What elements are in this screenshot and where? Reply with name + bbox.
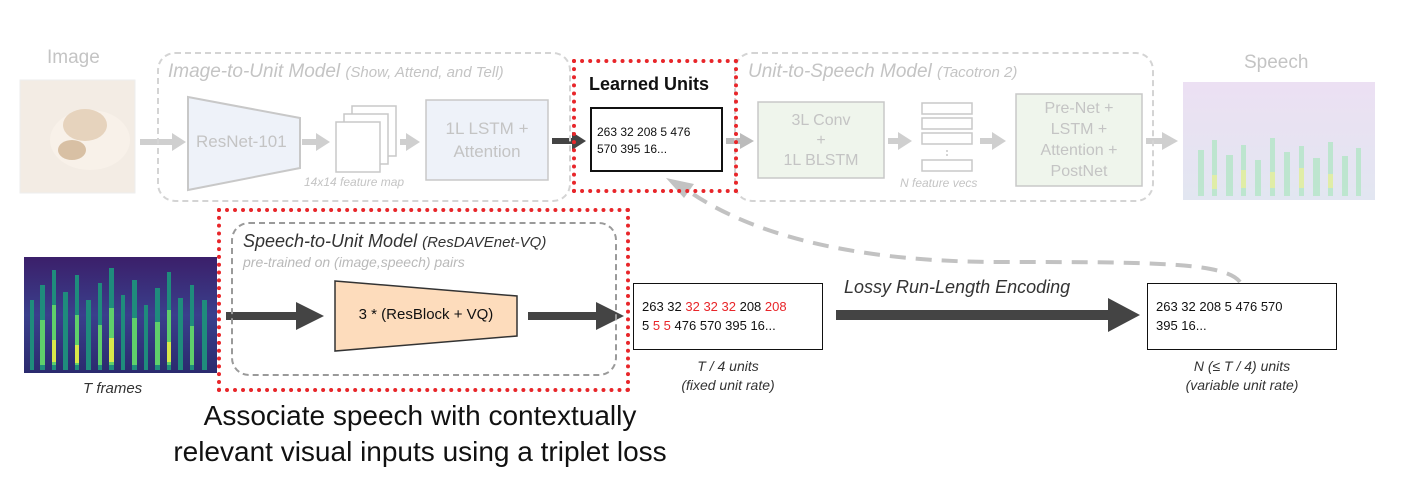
resnet-block (187, 95, 301, 192)
input-spectrogram (24, 257, 217, 373)
learned-units-values: 263 32 208 5 476 570 395 16... (597, 125, 691, 156)
speech-to-unit-highlight (217, 208, 630, 392)
speech-to-unit-group (231, 222, 617, 376)
resblock-vq-label: 3 * (ResBlock + VQ) (358, 306, 494, 323)
triplet-loss-caption: Associate speech with contextually relev… (173, 400, 667, 467)
speech-to-unit-subtitle: (ResDAVEnet-VQ) (422, 234, 547, 251)
image-to-unit-group (157, 52, 571, 202)
speech-label: Speech (1244, 52, 1309, 73)
speech-to-unit-title: Speech-to-Unit Model (ResDAVEnet-VQ) (243, 231, 547, 251)
image-to-unit-subtitle: (Show, Attend, and Tell) (345, 64, 504, 81)
image-label: Image (47, 47, 100, 68)
unit-to-speech-subtitle: (Tacotron 2) (937, 64, 1018, 81)
prenet-label: Pre-Net + LSTM + Attention + PostNet (1040, 100, 1118, 180)
speech-spectrogram (1183, 82, 1375, 200)
variable-units-box (1147, 283, 1337, 350)
feature-map-stack (335, 105, 397, 173)
resblock-vq-block (334, 280, 518, 352)
variable-units-caption: N (≤ T / 4) units (variable unit rate) (1185, 358, 1299, 393)
conv-blstm-block (757, 101, 885, 179)
unit-to-speech-title: Unit-to-Speech Model (Tacotron 2) (748, 61, 1018, 82)
feature-map-label: 14x14 feature map (304, 175, 405, 189)
fixed-units-values: 263 32 32 32 32 208 208 5 5 5 476 570 39… (642, 299, 787, 333)
fixed-units-box (633, 283, 823, 350)
resnet-label: ResNet-101 (196, 132, 287, 151)
variable-units-values: 263 32 208 5 476 570 395 16... (1156, 299, 1283, 333)
learned-units-box (590, 107, 723, 172)
image-to-unit-title: Image-to-Unit Model (Show, Attend, and T… (168, 61, 504, 82)
feature-vectors-stack (921, 102, 973, 172)
n-feature-vecs-label: N feature vecs (900, 176, 978, 190)
prenet-block (1015, 93, 1143, 187)
pretrained-label: pre-trained on (image,speech) pairs (243, 254, 465, 270)
conv-blstm-label: 3L Conv + 1L BLSTM (783, 112, 859, 169)
lstm-attention-block (425, 99, 549, 181)
feedback-dashed-arrow (688, 190, 1242, 284)
learned-units-highlight (572, 59, 738, 193)
learned-units-title: Learned Units (589, 74, 710, 94)
lstm-attention-label: 1L LSTM + Attention (445, 119, 529, 161)
lossy-rle-label: Lossy Run-Length Encoding (844, 277, 1071, 297)
fixed-units-caption: T / 4 units (fixed unit rate) (681, 358, 775, 393)
t-frames-label: T frames (83, 380, 143, 397)
image-thumbnail (19, 79, 136, 194)
